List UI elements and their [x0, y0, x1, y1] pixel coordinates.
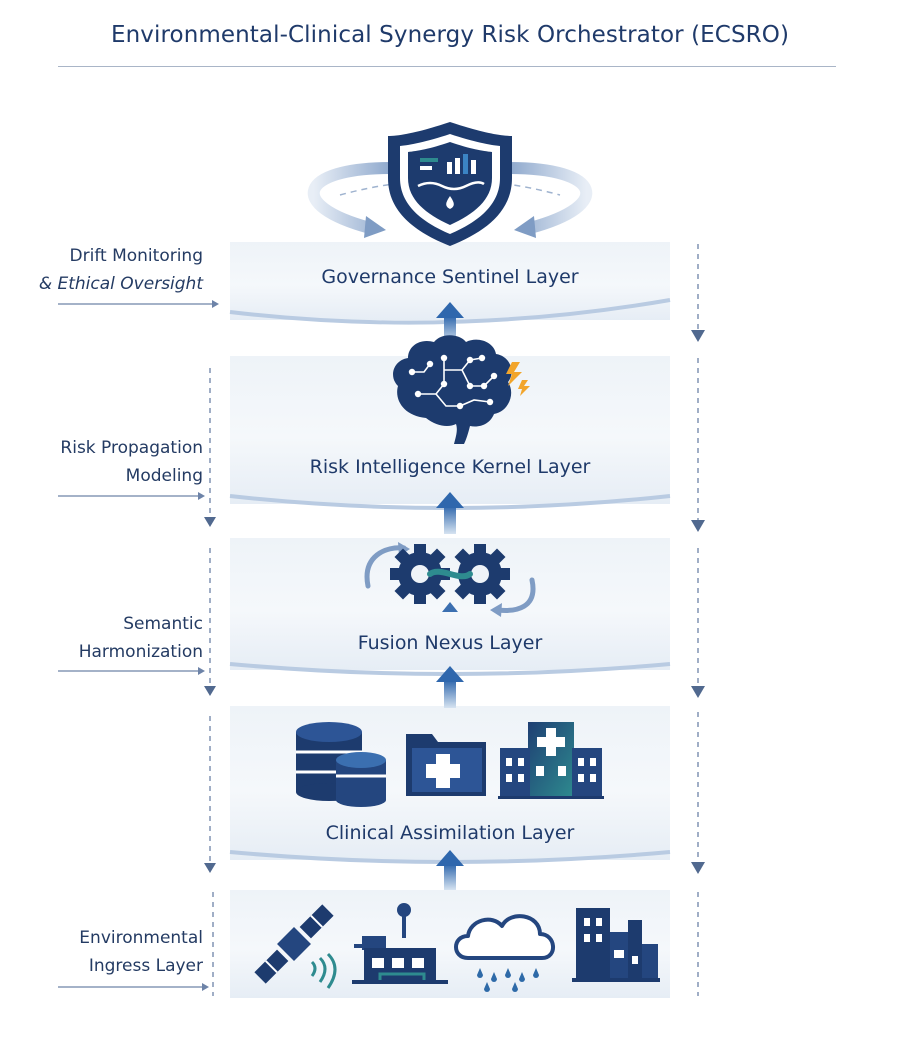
fusion-nexus-layer: Fusion Nexus Layer — [230, 538, 670, 670]
fusion-layer-label: Fusion Nexus Layer — [357, 632, 543, 654]
env-label-line2: Ingress Layer — [88, 956, 203, 976]
left-inbound-arrows — [58, 300, 219, 991]
risk-label-line2: Modeling — [125, 466, 203, 486]
env-label-line1: Environmental — [79, 928, 203, 948]
up-arrow-2 — [436, 492, 464, 534]
risk-label-line1: Risk Propagation — [60, 438, 203, 458]
hospital-icon — [498, 722, 604, 799]
environmental-ingress-label: Environmental Ingress Layer — [79, 924, 203, 980]
governance-layer-label: Governance Sentinel Layer — [321, 266, 579, 288]
clinical-layer-label: Clinical Assimilation Layer — [325, 822, 575, 844]
weather-station-icon — [352, 903, 448, 984]
drift-monitoring-label: Drift Monitoring & Ethical Oversight — [39, 242, 203, 298]
risk-layer-label: Risk Intelligence Kernel Layer — [309, 456, 591, 478]
satellite-icon — [254, 904, 337, 989]
semantic-harmonization-label: Semantic Harmonization — [79, 610, 203, 666]
left-dashed-arrowheads — [204, 517, 216, 873]
semantic-label-line2: Harmonization — [78, 642, 203, 662]
circuit-brain-icon — [393, 335, 530, 444]
shield-dashboard-icon — [388, 122, 512, 246]
database-icon — [296, 722, 386, 807]
up-arrow-4 — [436, 850, 464, 890]
up-arrow-3 — [436, 666, 464, 708]
spark-icon — [506, 362, 530, 396]
drift-label-line1: Drift Monitoring — [69, 246, 203, 266]
risk-propagation-label: Risk Propagation Modeling — [60, 434, 203, 490]
right-dashed-arrowheads — [691, 330, 705, 874]
rain-cloud-icon — [454, 914, 555, 992]
left-dashed-flow — [209, 368, 214, 996]
linked-gears-icon — [364, 542, 536, 617]
semantic-label-line1: Semantic — [123, 614, 203, 634]
drift-label-line2: & Ethical Oversight — [38, 274, 203, 294]
title-divider — [58, 66, 836, 67]
medical-folder-icon — [406, 734, 486, 796]
factory-icon — [572, 908, 660, 982]
page-title: Environmental-Clinical Synergy Risk Orch… — [110, 22, 790, 48]
